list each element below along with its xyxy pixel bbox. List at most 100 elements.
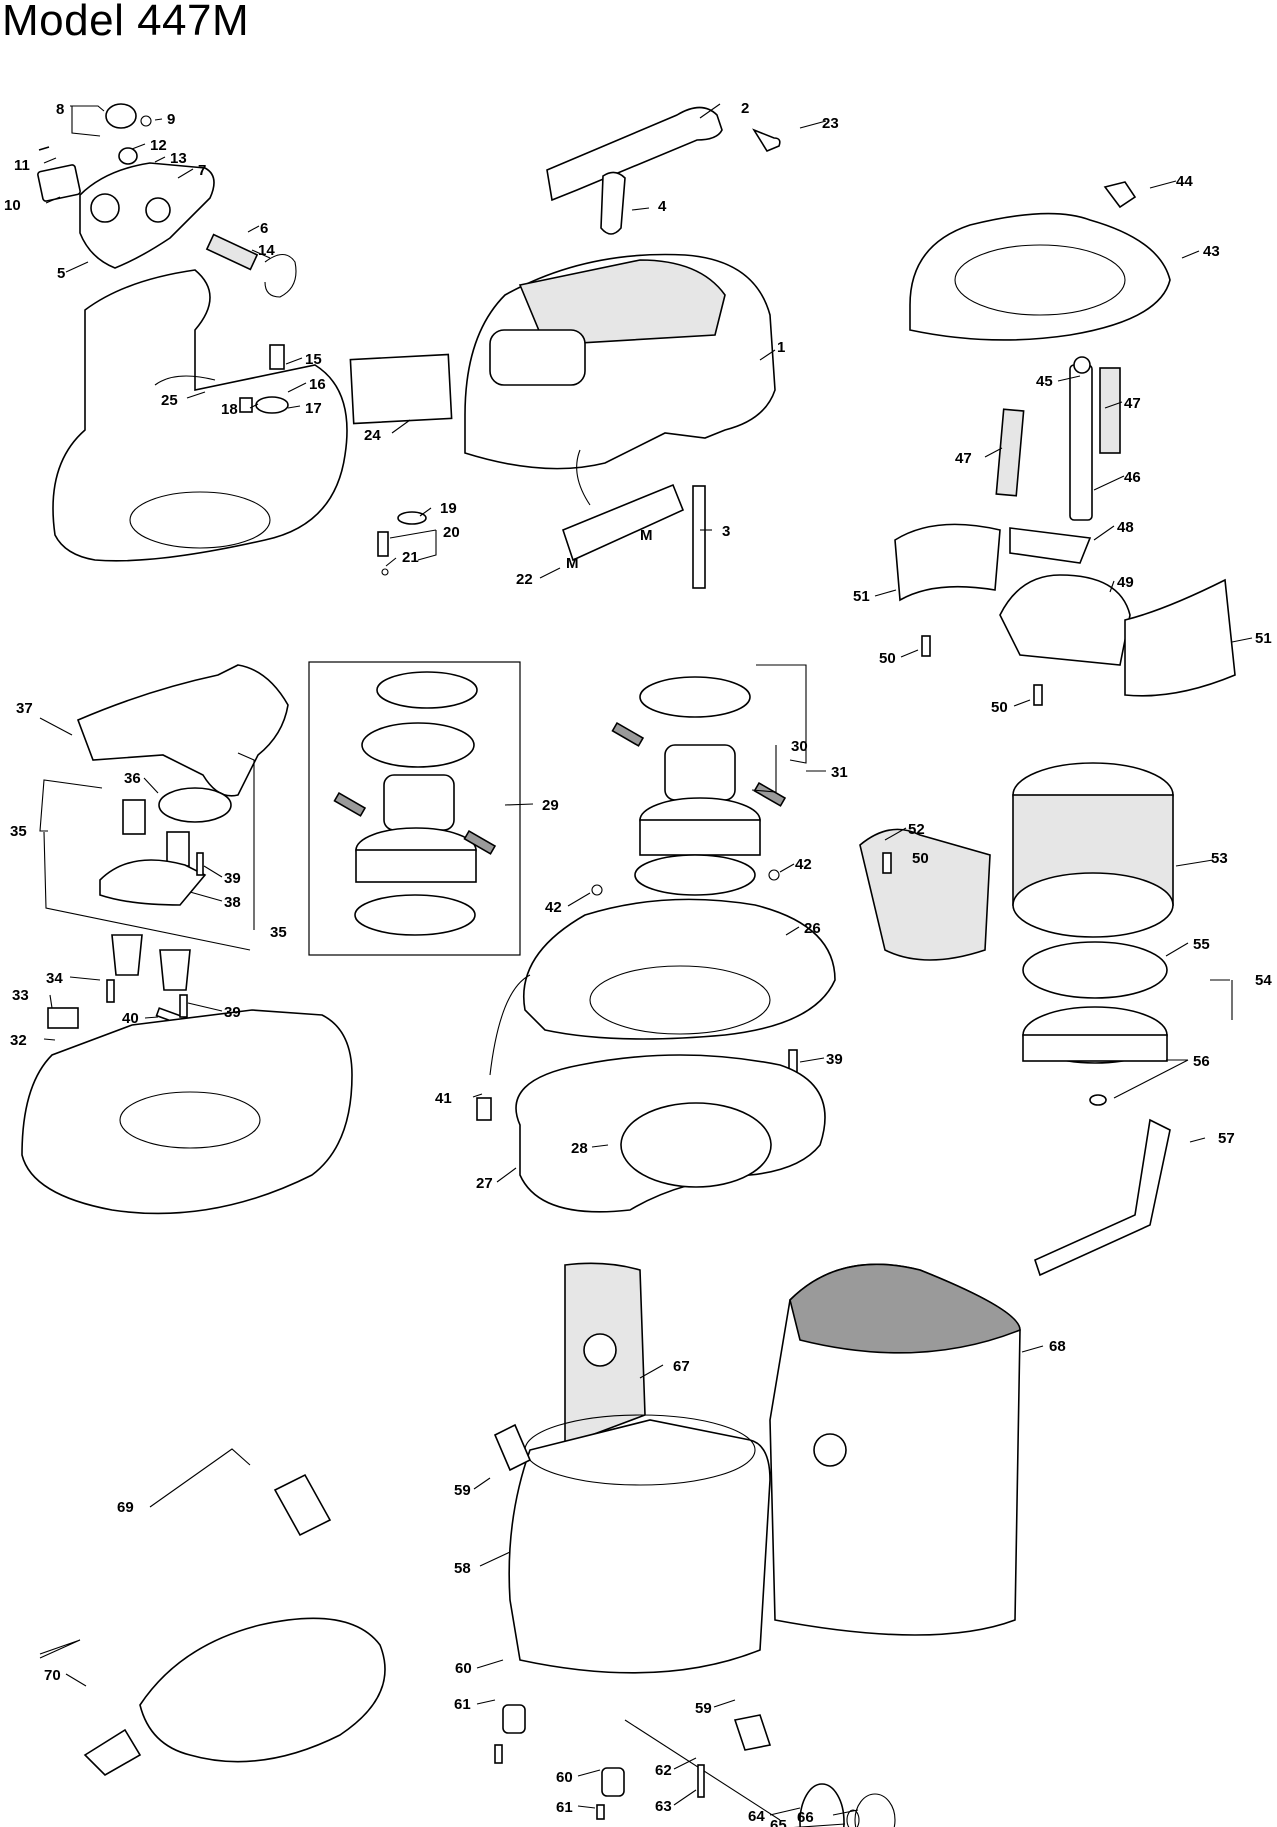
arm-part-47-left — [995, 408, 1025, 497]
clip-part-4 — [600, 171, 626, 235]
callout-59-upper: 59 — [454, 1482, 471, 1499]
callout-47-right: 47 — [1124, 395, 1141, 412]
screw-part-61-right — [596, 1804, 605, 1820]
callout-35-lower: 35 — [270, 924, 287, 941]
disposal-bag-opening — [789, 1263, 1021, 1354]
caster-part-60-right — [601, 1767, 625, 1797]
callout-59-lower: 59 — [695, 1700, 712, 1717]
seal-ring-part-28 — [620, 1102, 772, 1188]
screw-part-39-b — [179, 994, 188, 1018]
bolt-part-3 — [692, 485, 706, 589]
callout-44: 44 — [1176, 173, 1193, 190]
callout-42-left: 42 — [545, 899, 562, 916]
brush-31-right — [753, 781, 787, 807]
filter-head-part-43 — [909, 212, 1171, 341]
filter-head-group — [894, 181, 1236, 706]
nut-part-56 — [1089, 1094, 1107, 1106]
fan-body-31 — [639, 819, 761, 856]
callout-8: 8 — [56, 101, 64, 118]
callout-1: 1 — [777, 339, 785, 356]
shaft-part-46 — [1069, 364, 1093, 521]
screw-part-11 — [38, 146, 50, 151]
motor-kit-29 — [333, 671, 497, 936]
callout-21: 21 — [402, 549, 419, 566]
cover-plate-part-10 — [37, 164, 81, 202]
motor-plate-part-26 — [523, 898, 836, 1040]
callout-28: 28 — [571, 1140, 588, 1157]
callout-29: 29 — [542, 797, 559, 814]
valve-left — [111, 934, 143, 976]
callout-5: 5 — [57, 265, 65, 282]
filter-cap-body — [1022, 1034, 1168, 1062]
screw-part-50-upper — [921, 635, 931, 657]
callout-27: 27 — [476, 1175, 493, 1192]
callout-55: 55 — [1193, 936, 1210, 953]
callout-70: 70 — [44, 1667, 61, 1684]
filter-cartridge-group — [859, 762, 1174, 1277]
switch-block-part-6 — [205, 233, 259, 271]
float-part-35 — [122, 799, 146, 835]
screw-part-39-a — [196, 852, 204, 876]
motor-seal-bottom — [354, 894, 476, 936]
callout-7: 7 — [198, 162, 206, 179]
callout-22: 22 — [516, 571, 533, 588]
callout-68: 68 — [1049, 1338, 1066, 1355]
callout-64: 64 — [748, 1808, 765, 1825]
callout-51-left: 51 — [853, 588, 870, 605]
fan-guide-part-37 — [76, 664, 289, 797]
hose-cuff-top — [273, 1473, 332, 1537]
clip-part-17 — [255, 396, 289, 414]
cap-part-45 — [1073, 356, 1091, 374]
callout-13: 13 — [170, 150, 187, 167]
callout-26: 26 — [804, 920, 821, 937]
screw-part-15 — [269, 344, 285, 370]
callout-61-right: 61 — [556, 1799, 573, 1816]
callout-16: 16 — [309, 376, 326, 393]
callout-65: 65 — [770, 1817, 787, 1827]
screw-part-61-left — [494, 1744, 503, 1764]
callout-numbers: 1 2 3 4 5 6 7 8 9 10 11 12 13 14 15 16 1… — [4, 100, 1272, 1827]
callout-67: 67 — [673, 1358, 690, 1375]
valve-group — [21, 664, 353, 1215]
cap-part-12 — [118, 147, 138, 165]
clip-part-44 — [1103, 181, 1137, 209]
callout-33: 33 — [12, 987, 29, 1004]
clip-part-18 — [239, 397, 253, 413]
callout-6: 6 — [260, 220, 268, 237]
housing-inner-ring — [129, 491, 271, 549]
callout-50-c: 50 — [912, 850, 929, 867]
callout-49: 49 — [1117, 574, 1134, 591]
connector-part-33 — [47, 1007, 79, 1029]
float-part-35b — [166, 831, 190, 867]
decal-letter-left: M — [566, 555, 579, 572]
caster-part-60-left — [502, 1704, 526, 1734]
screw-part-34 — [106, 979, 115, 1003]
shroud-part-52 — [859, 828, 991, 961]
callout-4: 4 — [658, 198, 667, 215]
callout-39-c: 39 — [826, 1051, 843, 1068]
motor-armature — [383, 774, 455, 831]
callout-56: 56 — [1193, 1053, 1210, 1070]
brush-31-left — [611, 721, 645, 747]
motor-base-part-32 — [21, 1009, 353, 1215]
callout-39-a: 39 — [224, 870, 241, 887]
screw-part-50-lower — [1033, 684, 1043, 706]
callout-23: 23 — [822, 115, 839, 132]
callout-9: 9 — [167, 111, 175, 128]
callout-62: 62 — [655, 1762, 672, 1779]
callout-14: 14 — [258, 242, 275, 259]
paddle-part-48 — [1009, 527, 1092, 564]
latch-part-59-upper — [493, 1423, 532, 1472]
callout-54: 54 — [1255, 972, 1272, 989]
callout-48: 48 — [1117, 519, 1134, 536]
callout-30: 30 — [791, 738, 808, 755]
motor-plate-inner — [589, 965, 771, 1035]
callout-60-right: 60 — [556, 1769, 573, 1786]
valve-plate-part-38 — [99, 859, 207, 906]
cage-part-51-right — [1124, 578, 1236, 697]
callout-69: 69 — [117, 1499, 134, 1516]
wheel-part-64 — [799, 1783, 845, 1827]
callout-52: 52 — [908, 821, 925, 838]
callout-43: 43 — [1203, 243, 1220, 260]
tank-part-58 — [508, 1419, 771, 1674]
